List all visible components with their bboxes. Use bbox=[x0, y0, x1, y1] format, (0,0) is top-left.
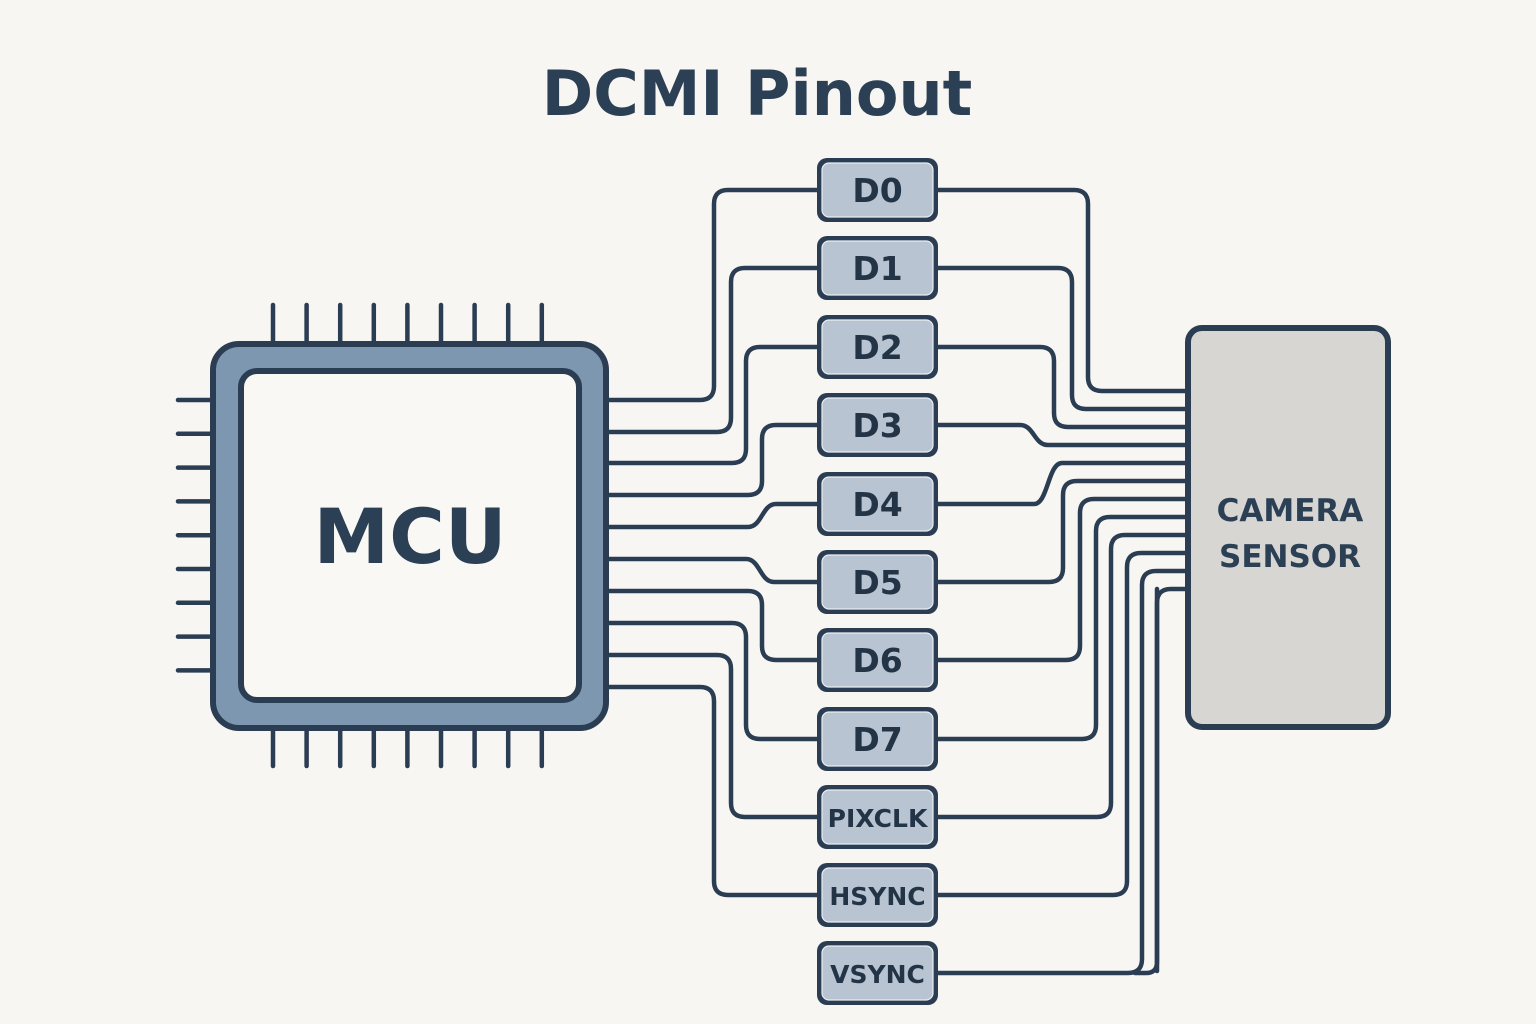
signal-pin-d7: D7 bbox=[817, 707, 938, 771]
pin-label: D5 bbox=[852, 563, 902, 602]
pin-label: VSYNC bbox=[830, 960, 925, 989]
camera-body bbox=[1185, 325, 1391, 730]
wire-camera-d1 bbox=[935, 265, 1191, 412]
mcu-label: MCU bbox=[313, 492, 506, 581]
wire-mcu-pixclk bbox=[603, 652, 820, 820]
pin-box-fill bbox=[821, 554, 934, 610]
mcu-pins bbox=[175, 302, 545, 769]
signal-pin-d5: D5 bbox=[817, 550, 938, 614]
pin-box-fill bbox=[821, 319, 934, 375]
mcu-chip: MCU bbox=[175, 302, 609, 769]
signal-pin-d6: D6 bbox=[817, 628, 938, 692]
mcu-core bbox=[238, 368, 582, 703]
wire-mcu-d2 bbox=[603, 344, 820, 466]
diagram-title: DCMI Pinout bbox=[542, 57, 973, 130]
signal-pin-d4: D4 bbox=[817, 472, 938, 536]
pin-box-fill bbox=[821, 632, 934, 688]
wire-camera-d0 bbox=[935, 187, 1191, 394]
signal-pin-d1: D1 bbox=[817, 236, 938, 300]
pin-box-fill bbox=[821, 240, 934, 296]
pin-box-fill bbox=[821, 162, 934, 218]
signal-pin-pixclk: PIXCLK bbox=[817, 785, 938, 849]
pin-label: PIXCLK bbox=[828, 804, 929, 833]
pin-box-fill bbox=[821, 397, 934, 453]
wire-mcu-hsync bbox=[603, 684, 820, 898]
pin-box-fill bbox=[821, 789, 934, 845]
signal-pin-vsync: VSYNC bbox=[817, 941, 938, 1005]
pin-label: D1 bbox=[852, 249, 902, 288]
wire-camera-vsync-return bbox=[1132, 586, 1160, 976]
wire-camera-d7 bbox=[935, 514, 1191, 742]
wire-camera-vsync-aux bbox=[1154, 586, 1191, 974]
camera-label-line1: CAMERA bbox=[1217, 493, 1364, 529]
pin-label: D6 bbox=[852, 641, 902, 680]
wire-camera-d5 bbox=[935, 478, 1191, 585]
signal-pin-d3: D3 bbox=[817, 393, 938, 457]
signal-pin-d0: D0 bbox=[817, 158, 938, 222]
pin-box-fill bbox=[821, 711, 934, 767]
wire-camera-vsync bbox=[935, 568, 1191, 976]
camera-label-line2: SENSOR bbox=[1219, 539, 1361, 575]
wire-camera-pixclk bbox=[935, 532, 1191, 820]
pin-label: D7 bbox=[852, 720, 902, 759]
pin-label: D4 bbox=[852, 485, 902, 524]
wire-mcu-d7 bbox=[603, 620, 820, 742]
wire-camera-d2 bbox=[935, 344, 1191, 430]
camera-sensor: CAMERA SENSOR bbox=[1185, 325, 1391, 730]
pin-label: D2 bbox=[852, 328, 902, 367]
pin-box-fill bbox=[821, 867, 934, 923]
wire-camera-d3 bbox=[935, 422, 1191, 448]
wire-mcu-d1 bbox=[603, 265, 820, 435]
pin-box-fill bbox=[821, 945, 934, 1001]
wire-mcu-d5 bbox=[603, 556, 820, 585]
pin-box-fill bbox=[821, 476, 934, 532]
wires bbox=[603, 187, 1191, 976]
wire-mcu-d6 bbox=[603, 588, 820, 663]
wire-camera-d4 bbox=[935, 460, 1191, 507]
wire-mcu-d0 bbox=[603, 187, 820, 403]
signal-pin-hsync: HSYNC bbox=[817, 863, 938, 927]
signal-pin-d2: D2 bbox=[817, 315, 938, 379]
wire-camera-d6 bbox=[935, 496, 1191, 663]
pin-label: D0 bbox=[852, 171, 902, 210]
wire-camera-hsync bbox=[935, 550, 1191, 898]
pin-label: D3 bbox=[852, 406, 902, 445]
wire-mcu-d4 bbox=[603, 501, 820, 530]
wire-mcu-d3 bbox=[603, 422, 820, 498]
pin-label: HSYNC bbox=[829, 882, 925, 911]
